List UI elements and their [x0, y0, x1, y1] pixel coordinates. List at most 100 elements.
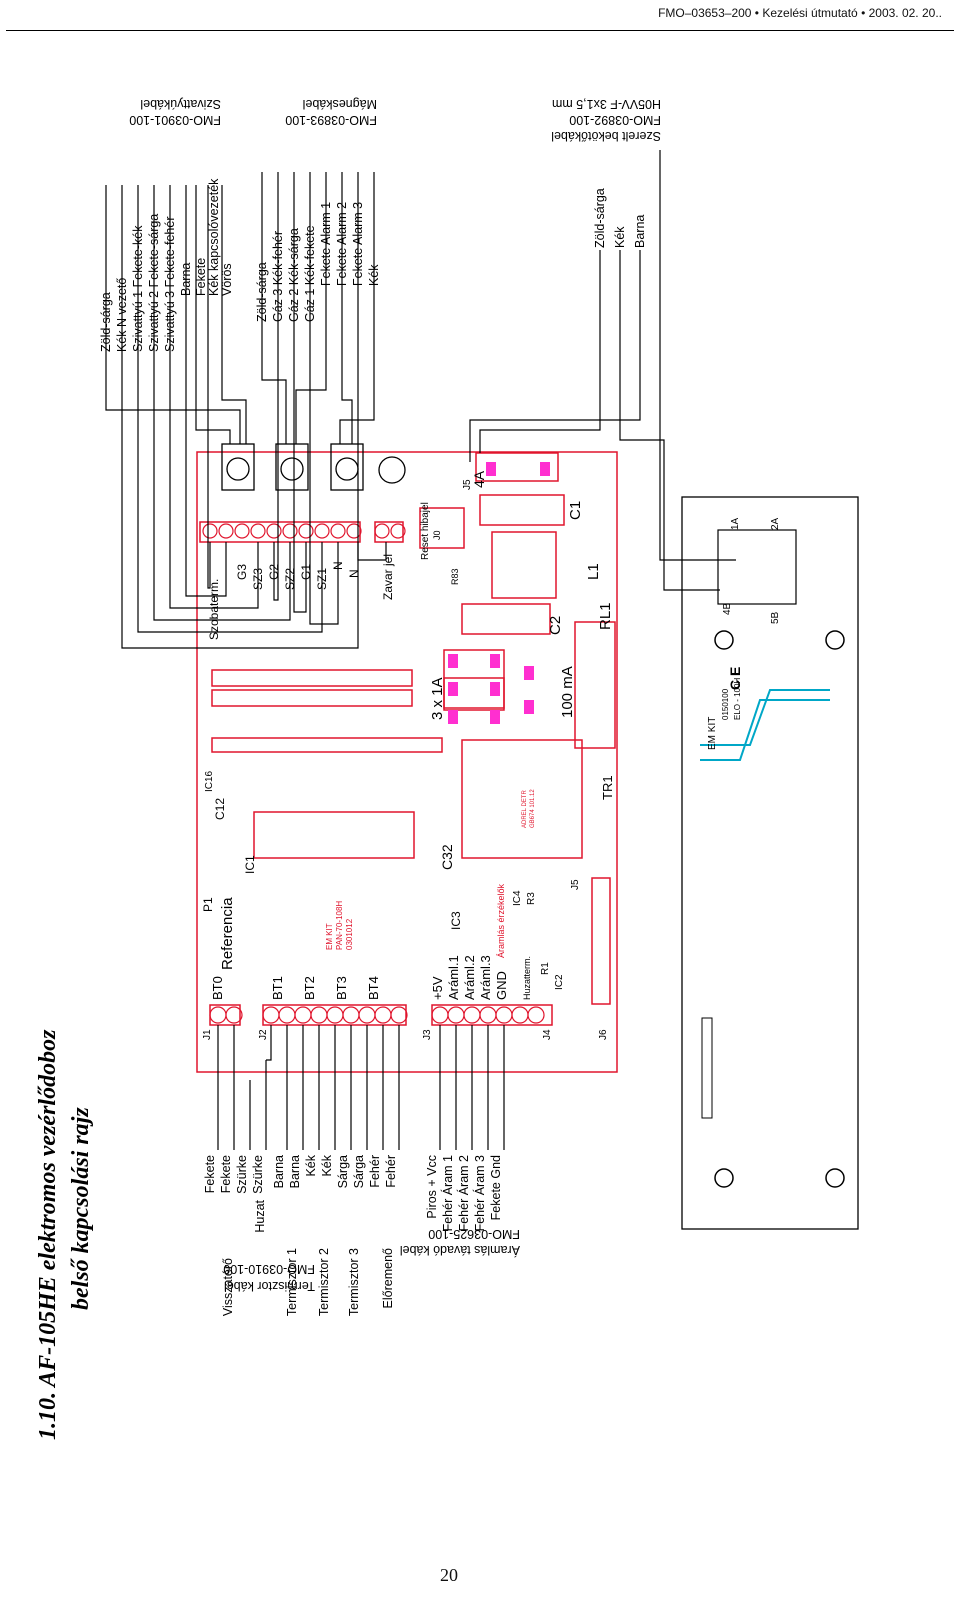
lbl-j1: J1 — [202, 1029, 213, 1040]
title-line2: belső kapcsolási rajz — [68, 1107, 94, 1310]
pump-cable-wires — [105, 185, 359, 649]
th-wire-0: Fekete — [203, 1155, 217, 1193]
lbl-pan: PAN-70-108H — [335, 901, 344, 950]
top-r83: R83 — [450, 568, 460, 585]
th-wire-3: Szürke — [251, 1155, 265, 1194]
pump-wire-1: Kék N vezető — [115, 278, 129, 352]
th-group-1: Huzat — [253, 1199, 267, 1232]
lbl-c12: C12 — [213, 798, 227, 820]
bt3: BT3 — [334, 976, 349, 1000]
cur-term-3: Aráml.3 — [478, 955, 493, 1000]
th-wire-6: Kék — [304, 1154, 318, 1176]
top-g2: G2 — [267, 564, 281, 580]
th-wire-10: Fehér — [368, 1155, 382, 1188]
valve-wire-4: Fekete Alarm 1 — [319, 202, 333, 286]
lbl-l1: L1 — [585, 563, 602, 580]
lbl-tr1: TR1 — [600, 775, 615, 800]
lbl-referencia: Referencia — [219, 897, 236, 970]
cur-term-1: Aráml.1 — [446, 955, 461, 1000]
th-group-0: Visszatérő — [221, 1258, 235, 1316]
th-group-4: Termisztor 3 — [347, 1248, 361, 1316]
valve-wire-7: Kék — [367, 264, 381, 286]
th-wire-8: Sárga — [336, 1155, 350, 1188]
board-top-labels: Szobaterm. G3 SZ3 G2 SZ2 G1 SZ1 N N Zava… — [207, 554, 460, 640]
cur-term-0: +5V — [430, 976, 445, 1000]
lbl-c32: C32 — [439, 844, 455, 870]
lbl-r1: R1 — [540, 962, 551, 975]
lbl-c2: C2 — [547, 616, 564, 635]
current-cable-labels: Piros + Vcc Fehér Áram 1 Fehér Áram 2 Fe… — [400, 1155, 520, 1258]
th-wire-5: Barna — [288, 1155, 302, 1188]
page-header: FMO–03653–200 • Kezelési útmutató • 2003… — [0, 0, 960, 34]
power-wire-2: Barna — [633, 215, 647, 248]
pump-cable-name: Szivattyúkábel — [140, 97, 221, 111]
valve-wire-6: Fekete Alarm 3 — [351, 202, 365, 286]
header-text: FMO–03653–200 • Kezelési útmutató • 2003… — [658, 6, 942, 20]
cur-term-2: Aráml.2 — [462, 955, 477, 1000]
rb-code: 0150100 — [721, 688, 730, 720]
valve-wire-3: Gáz 1 Kék-fekete — [303, 225, 317, 322]
lbl-4a: 4A — [471, 470, 487, 488]
rb-4b: 4B — [722, 602, 733, 615]
cur-cable-name: Áramlás távadó kábel — [400, 1243, 520, 1258]
cur-wire-0: Piros + Vcc — [425, 1155, 439, 1219]
lbl-j3: J3 — [422, 1029, 433, 1040]
header-rule — [6, 30, 954, 31]
cur-wire-4: Fekete Gnd — [489, 1155, 503, 1220]
pump-wire-5: Barna — [179, 263, 193, 296]
diagram-title: 1.10. AF-105HE elektromos vezérlődoboz b… — [35, 1029, 94, 1440]
power-cable-code: FMO-03892-100 — [569, 113, 661, 127]
power-cable-labels: Zöld-sárga Kék Barna H05VV-F 3x1,5 mm FM… — [551, 97, 661, 248]
pump-cable-code: FMO-03901-100 — [129, 113, 221, 127]
fuses — [448, 462, 550, 724]
lbl-ic3: IC3 — [449, 911, 463, 930]
lbl-ic2: IC2 — [554, 974, 565, 990]
cur-term-4: GND — [494, 971, 509, 1000]
top-sz2: SZ2 — [283, 568, 297, 590]
pump-wire-7: Kék kapcsolóvezeték — [207, 178, 221, 296]
th-wire-11: Fehér — [384, 1155, 398, 1188]
rb-1a: 1A — [730, 517, 741, 530]
title-line1: 1.10. AF-105HE elektromos vezérlődoboz — [35, 1029, 61, 1440]
pump-wire-6: Fekete — [194, 258, 208, 296]
bt2: BT2 — [302, 976, 317, 1000]
screw-terminals — [202, 523, 545, 1024]
top-n2: N — [347, 569, 361, 578]
lbl-j5b: J5 — [570, 879, 581, 890]
controller-board — [196, 451, 618, 1073]
lbl-adrel: ADREL DETR — [522, 790, 528, 828]
valve-wire-0: Zöld-sárga — [255, 262, 269, 322]
relay-board-labels: 1A 2A 4B 5B EM KIT 0150100 ELO - 100H C … — [707, 517, 781, 750]
board-outline — [196, 451, 618, 1073]
valve-cable-labels: Zöld-sárga Gáz 3 Kék-fehér Gáz 2 Kék-sár… — [255, 97, 381, 322]
lbl-rl1: RL1 — [597, 602, 614, 630]
page-number: 20 — [440, 1565, 458, 1585]
th-wire-4: Barna — [272, 1155, 286, 1188]
power-cable-spec: H05VV-F 3x1,5 mm — [552, 97, 661, 111]
top-g1: G1 — [299, 564, 313, 580]
valve-wire-1: Gáz 3 Kék-fehér — [271, 231, 285, 322]
cur-wire-2: Fehér Áram 2 — [456, 1155, 471, 1231]
top-sz1: SZ1 — [315, 568, 329, 590]
thermistor-cable-labels: Fekete Fekete Szürke Szürke Barna Barna … — [203, 1154, 398, 1316]
top-sz3: SZ3 — [251, 568, 265, 590]
lbl-c1: C1 — [567, 501, 584, 520]
bt1: BT1 — [270, 976, 285, 1000]
lbl-j5: J5 — [462, 479, 473, 490]
power-cable-wires — [469, 150, 736, 591]
pump-wire-4: Szivattyú 3 Fekete-fehér — [163, 217, 177, 352]
rb-2a: 2A — [770, 517, 781, 530]
lbl-emkit: EM KIT — [325, 923, 334, 950]
pump-wire-2: Szivattyú 1 Fekete-kék — [131, 225, 145, 352]
cur-wire-1: Fehér Áram 1 — [440, 1155, 455, 1231]
lbl-ic1: IC1 — [243, 855, 257, 874]
top-n1: N — [331, 561, 345, 570]
current-cable-wires — [439, 1025, 505, 1150]
th-wire-7: Kék — [320, 1154, 334, 1176]
rb-emkit: EM KIT — [707, 717, 718, 750]
lbl-huzatterm: Huzatterm. — [522, 956, 532, 1000]
lbl-ic16: IC16 — [204, 770, 215, 792]
lbl-p1: P1 — [201, 897, 215, 912]
th-cable-name: Termisztor kábel — [224, 1279, 315, 1293]
